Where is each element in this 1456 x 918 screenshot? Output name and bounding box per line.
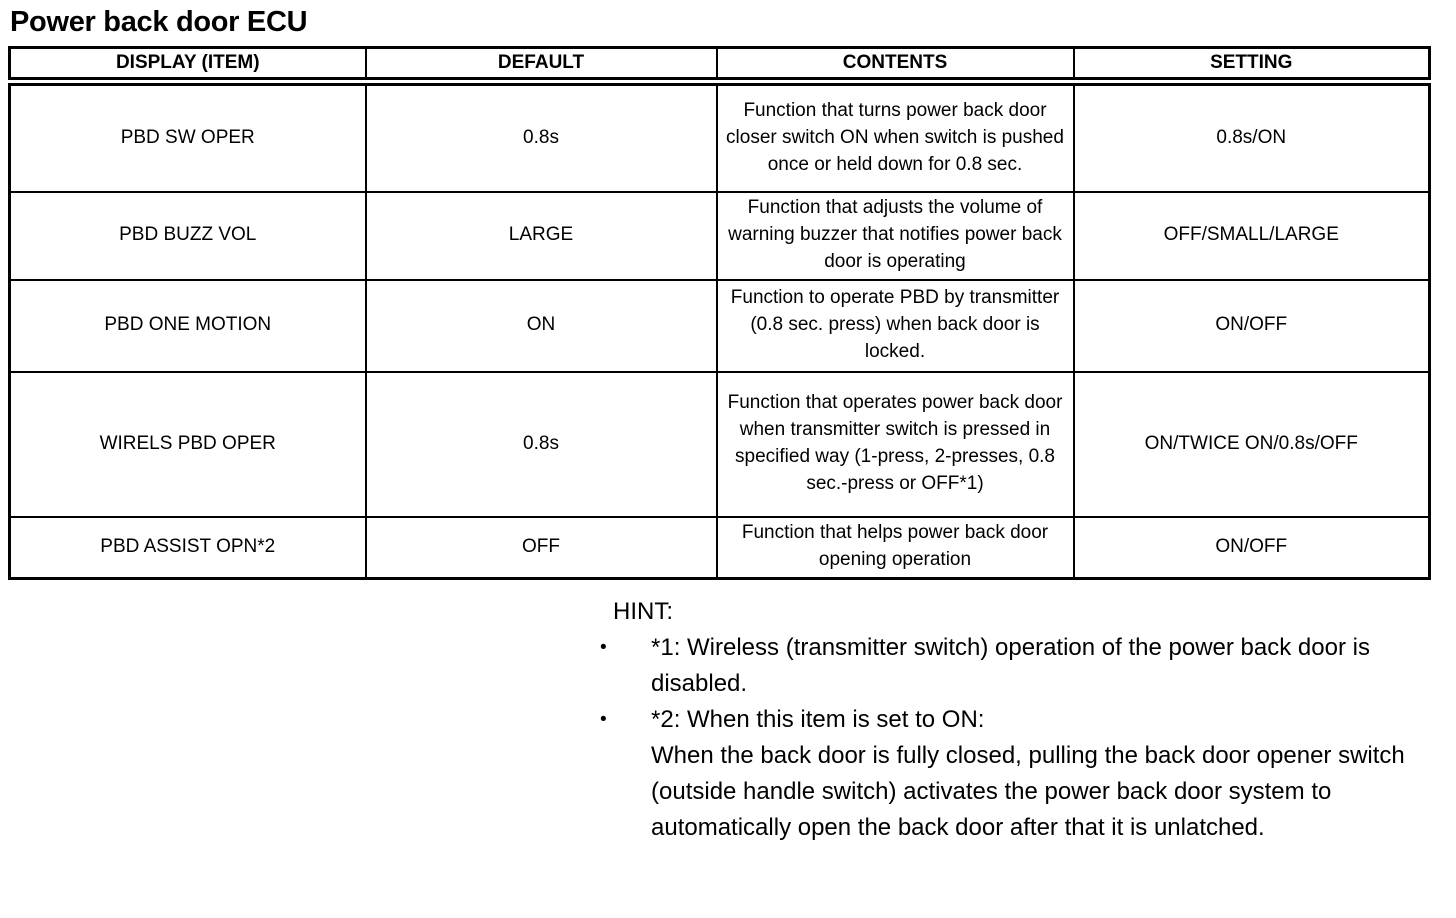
table-row-wirels-pbd-oper: WIRELS PBD OPER 0.8s Function that opera… xyxy=(8,370,1431,518)
cell-default: 0.8s xyxy=(364,370,718,518)
cell-display-item: PBD BUZZ VOL xyxy=(8,190,367,281)
cell-contents: Function that turns power back door clos… xyxy=(715,80,1075,193)
cell-contents: Function to operate PBD by transmitter (… xyxy=(715,278,1075,373)
cell-default: 0.8s xyxy=(364,80,718,193)
cell-default: LARGE xyxy=(364,190,718,281)
cell-display-item: PBD ONE MOTION xyxy=(8,278,367,373)
table-row-pbd-sw-oper: PBD SW OPER 0.8s Function that turns pow… xyxy=(8,80,1431,193)
hint-section: HINT: • *1: Wireless (transmitter switch… xyxy=(598,594,1422,846)
table-row-pbd-one-motion: PBD ONE MOTION ON Function to operate PB… xyxy=(8,278,1431,373)
bullet-icon: • xyxy=(600,709,607,730)
cell-setting: 0.8s/ON xyxy=(1072,80,1431,193)
hint-item-text: *1: Wireless (transmitter switch) operat… xyxy=(651,634,1370,697)
pbd-ecu-settings-table: DISPLAY (ITEM) DEFAULT CONTENTS SETTING … xyxy=(8,46,1431,580)
hint-label: HINT: xyxy=(613,598,673,625)
cell-default: ON xyxy=(364,278,718,373)
cell-setting: ON/TWICE ON/0.8s/OFF xyxy=(1072,370,1431,518)
cell-setting: OFF/SMALL/LARGE xyxy=(1072,190,1431,281)
bullet-icon: • xyxy=(600,637,607,658)
page-title: Power back door ECU xyxy=(10,6,308,38)
column-header-contents: CONTENTS xyxy=(715,46,1075,86)
column-header-setting: SETTING xyxy=(1072,46,1431,86)
cell-setting: ON/OFF xyxy=(1072,278,1431,373)
hint-item-1: • *1: Wireless (transmitter switch) oper… xyxy=(598,630,1422,702)
cell-contents: Function that helps power back door open… xyxy=(715,515,1075,580)
table-row-pbd-assist-opn: PBD ASSIST OPN*2 OFF Function that helps… xyxy=(8,515,1431,580)
hint-item-1-text-block: *1: Wireless (transmitter switch) operat… xyxy=(651,630,1421,702)
hint-item-text: *2: When this item is set to ON: xyxy=(651,706,985,733)
cell-contents: Function that adjusts the volume of warn… xyxy=(715,190,1075,281)
hint-item-2: • *2: When this item is set to ON: When … xyxy=(598,702,1422,846)
cell-display-item: PBD SW OPER xyxy=(8,80,367,193)
hint-item-2-text-block: *2: When this item is set to ON: When th… xyxy=(651,702,1421,846)
column-header-display-item: DISPLAY (ITEM) xyxy=(8,46,367,86)
table-header-row: DISPLAY (ITEM) DEFAULT CONTENTS SETTING xyxy=(8,46,1431,86)
cell-display-item: WIRELS PBD OPER xyxy=(8,370,367,518)
cell-contents: Function that operates power back door w… xyxy=(715,370,1075,518)
cell-display-item: PBD ASSIST OPN*2 xyxy=(8,515,367,580)
cell-setting: ON/OFF xyxy=(1072,515,1431,580)
hint-item-continuation: When the back door is fully closed, pull… xyxy=(651,742,1405,841)
table-row-pbd-buzz-vol: PBD BUZZ VOL LARGE Function that adjusts… xyxy=(8,190,1431,281)
cell-default: OFF xyxy=(364,515,718,580)
column-header-default: DEFAULT xyxy=(364,46,718,86)
